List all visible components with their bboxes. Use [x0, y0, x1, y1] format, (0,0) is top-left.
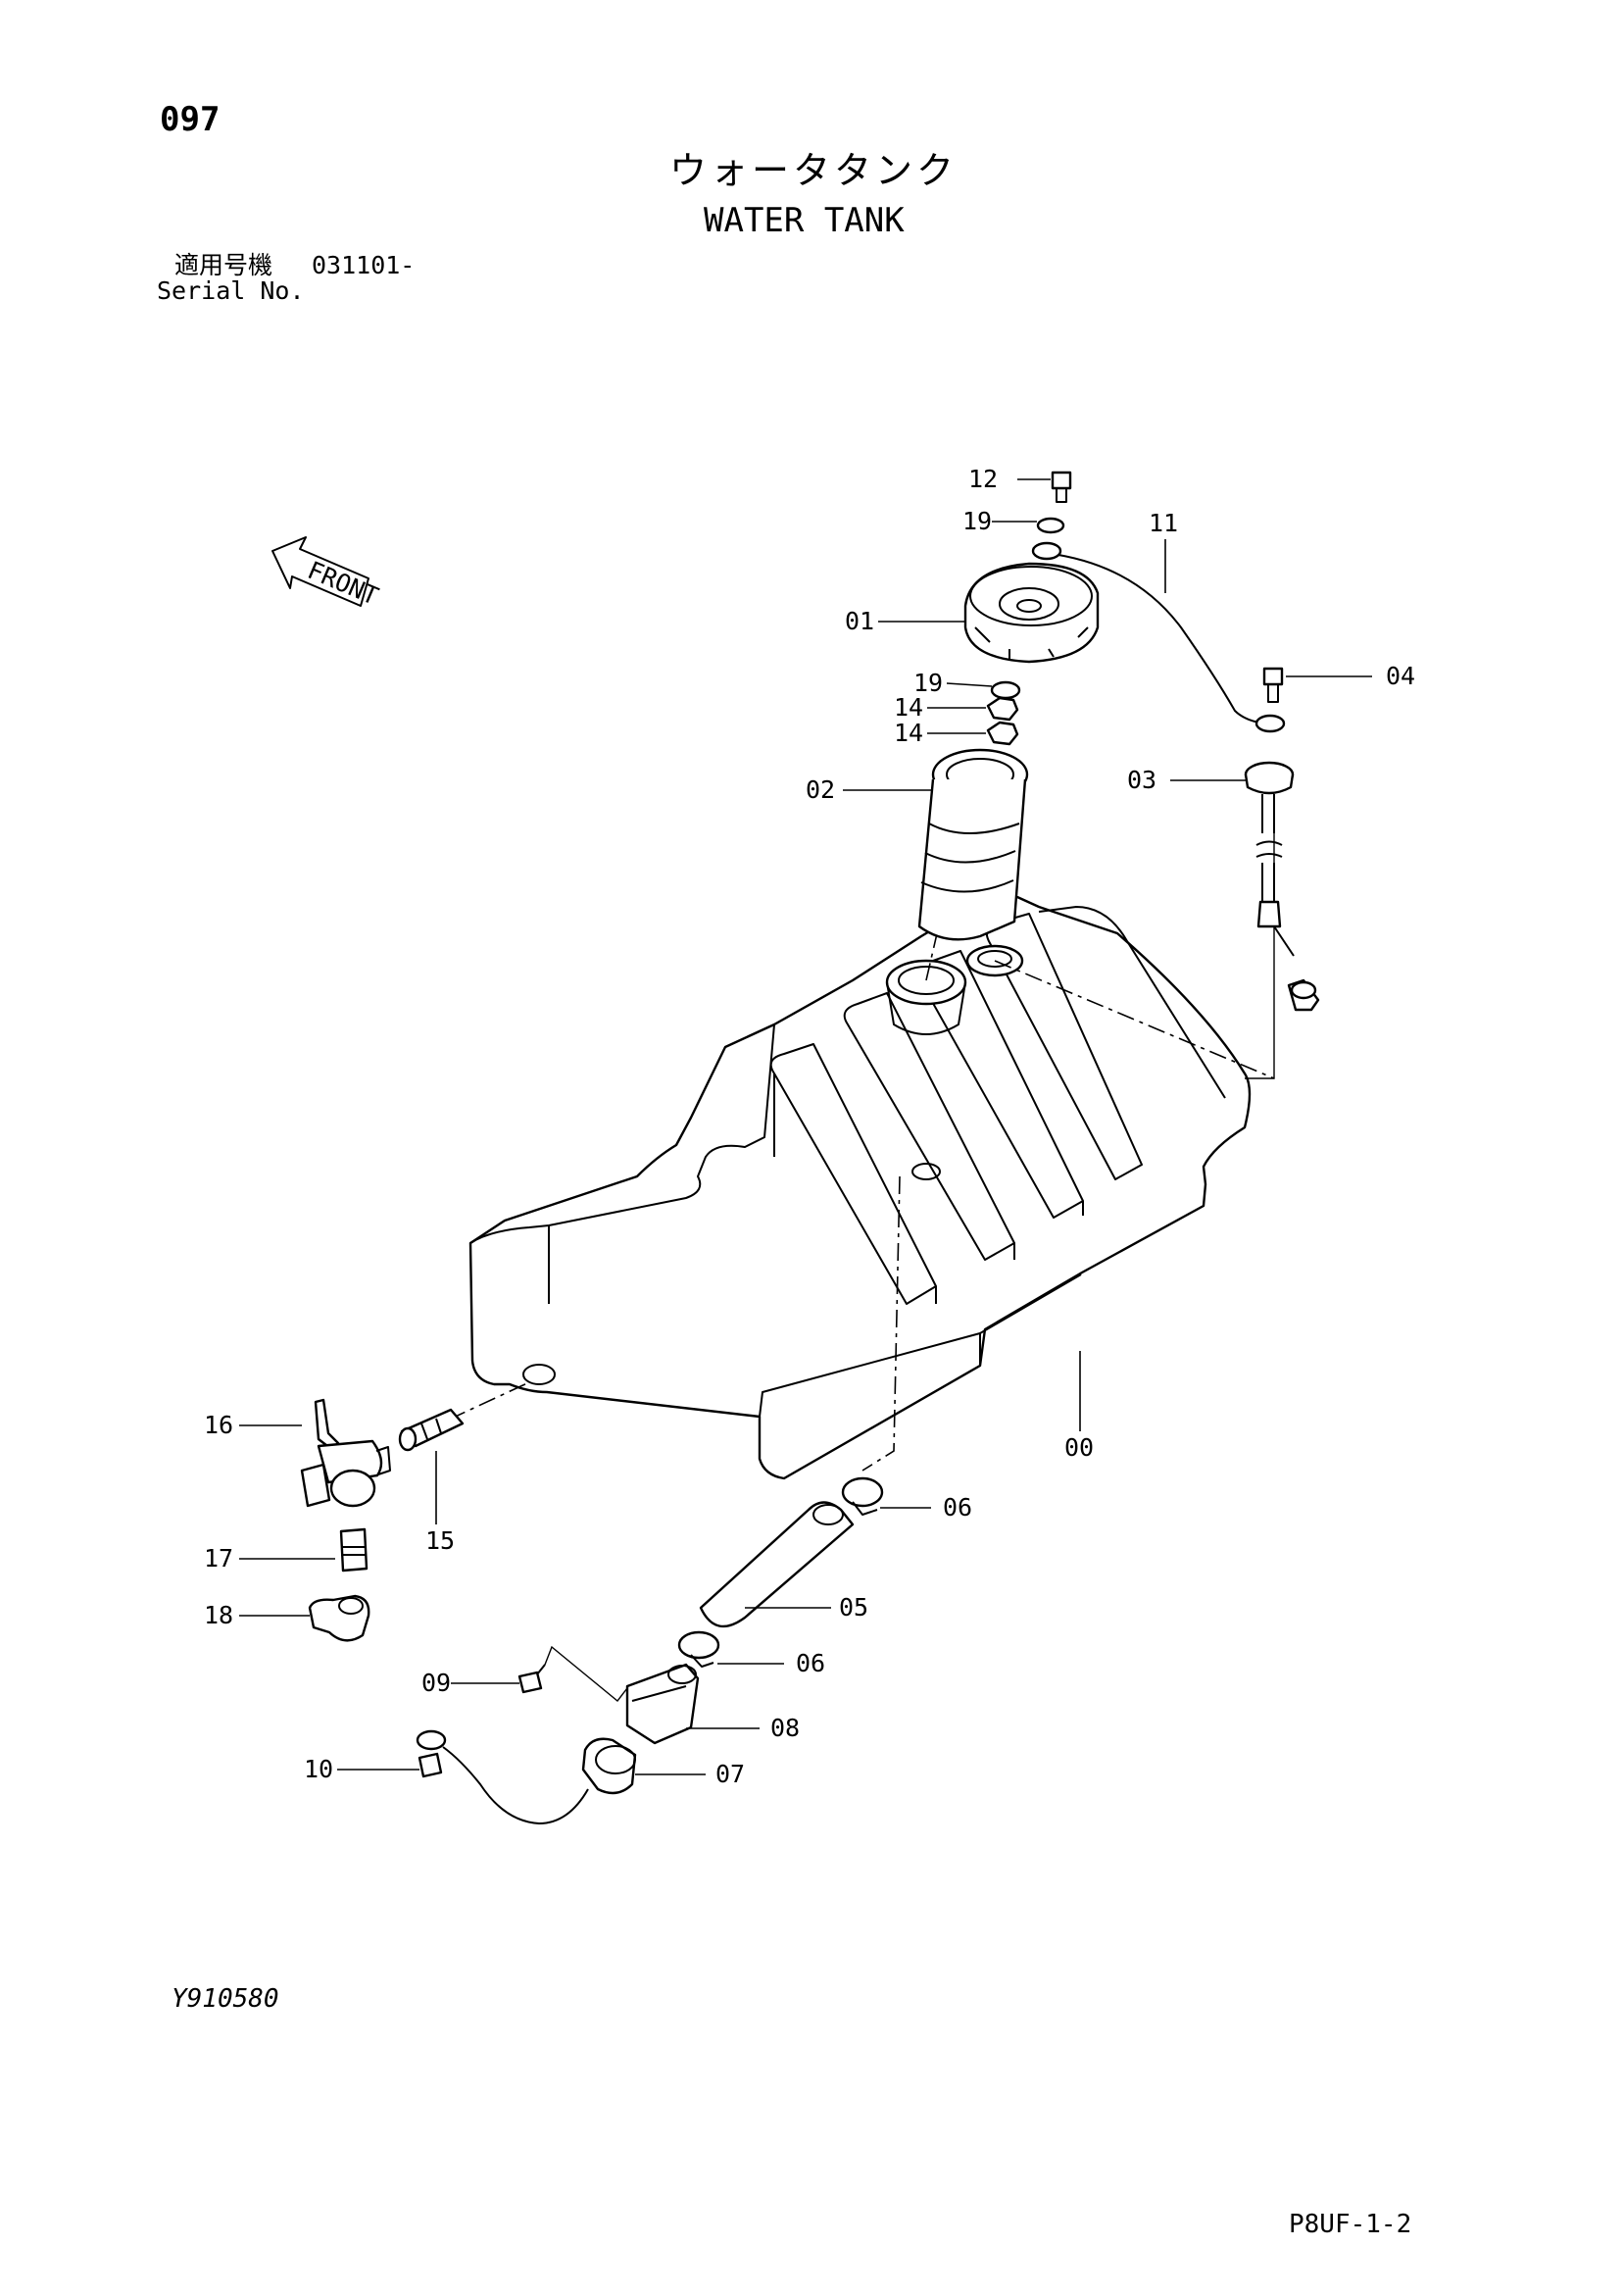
drawing-code: Y910580	[172, 1984, 279, 2014]
title-japanese: ウォータタンク	[669, 149, 959, 192]
callout-18: 18	[204, 1601, 233, 1629]
leader-lines	[239, 478, 1372, 1775]
serial-label-japanese: 適用号機	[174, 251, 273, 279]
callout-19-lower: 19	[913, 669, 943, 697]
fitting-15	[398, 1408, 465, 1452]
bolt-12	[1051, 471, 1072, 503]
callout-08: 08	[770, 1714, 800, 1742]
callout-01: 01	[845, 607, 874, 635]
level-sender-03	[1244, 761, 1320, 1012]
drain-cock-16	[300, 1398, 391, 1508]
callout-11: 11	[1149, 509, 1178, 537]
callout-00: 00	[1064, 1433, 1094, 1462]
hose-clamp-06-lower	[677, 1630, 720, 1668]
callout-14-lower: 14	[894, 719, 923, 747]
callout-06-lower: 06	[796, 1649, 825, 1677]
cap-07	[442, 1737, 637, 1824]
filler-cap-01	[963, 562, 1100, 664]
callout-14-upper: 14	[894, 693, 923, 722]
washer-19-lower	[990, 680, 1021, 700]
hose-05	[699, 1501, 855, 1628]
front-label: FRONT	[304, 556, 383, 611]
page-code: P8UF-1-2	[1289, 2210, 1412, 2239]
nipple-17	[339, 1527, 369, 1572]
front-arrow-icon: FRONT	[271, 536, 383, 611]
cable-11	[1031, 541, 1286, 733]
callout-09: 09	[421, 1669, 451, 1697]
filler-pipe-02	[917, 748, 1029, 941]
washer-19-upper	[1036, 517, 1065, 534]
callout-19-upper: 19	[962, 507, 992, 535]
callout-15: 15	[425, 1526, 455, 1555]
callout-05: 05	[839, 1593, 868, 1622]
nut-14-lower	[986, 721, 1019, 746]
page-number: 097	[160, 100, 221, 139]
water-tank-body	[468, 894, 1252, 1480]
bolt-10	[416, 1729, 447, 1778]
callout-03: 03	[1127, 766, 1156, 794]
guide-line-09	[544, 1645, 628, 1702]
bolt-04	[1262, 667, 1284, 703]
serial-range: 031101-	[312, 251, 416, 279]
center-line-outlet	[861, 1175, 901, 1472]
serial-label-english: Serial No.	[157, 276, 305, 305]
center-line-sender	[994, 960, 1275, 1079]
callout-06-upper: 06	[943, 1493, 972, 1522]
elbow-18	[308, 1594, 370, 1642]
center-line-drain	[448, 1381, 530, 1421]
callout-04: 04	[1386, 662, 1415, 690]
callout-16: 16	[204, 1411, 233, 1439]
callout-12: 12	[968, 465, 998, 493]
title-english: WATER TANK	[704, 201, 905, 240]
hose-clamp-06-upper	[841, 1476, 884, 1516]
callout-labels: 12 19 11 01 04 19 14 14 03 02 16 15 00 1…	[204, 465, 1415, 1788]
nut-14-upper	[986, 696, 1019, 722]
callout-07: 07	[715, 1760, 745, 1788]
guide-line-sender	[1245, 828, 1275, 1079]
callout-10: 10	[304, 1755, 333, 1783]
callout-17: 17	[204, 1544, 233, 1572]
bolt-09	[517, 1664, 546, 1694]
coupler-08	[625, 1663, 700, 1745]
callout-02: 02	[806, 775, 835, 804]
